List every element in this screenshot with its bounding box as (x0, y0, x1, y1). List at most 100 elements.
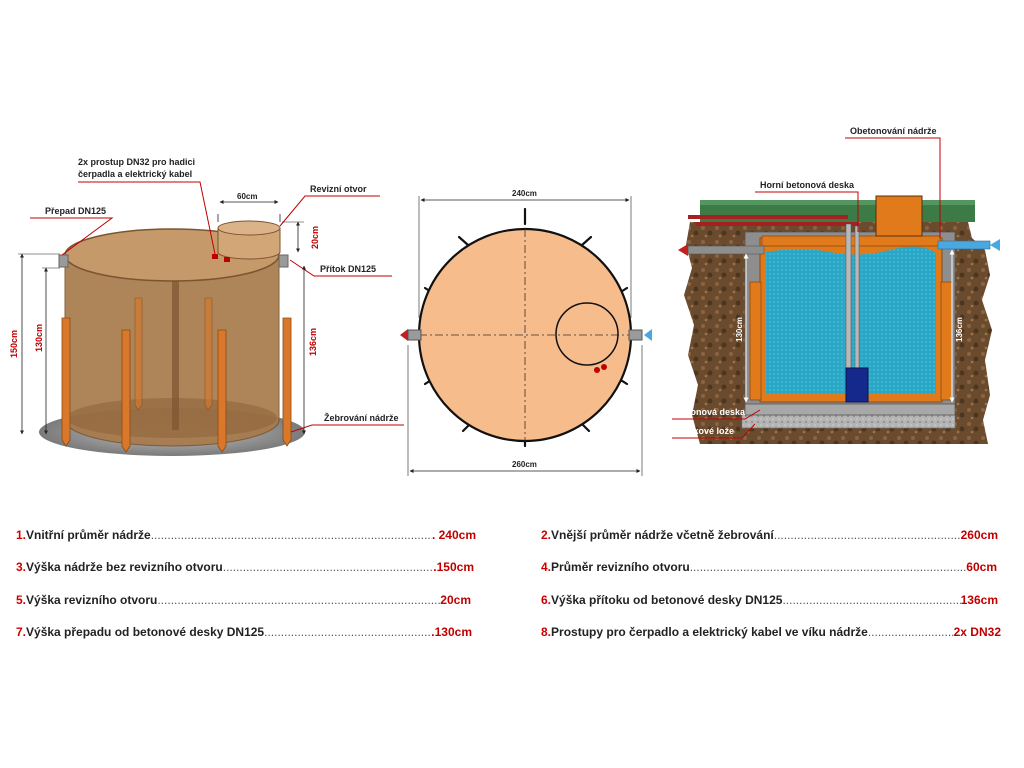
legend-item-2: 2. Vnější průměr nádrže včetně žebrování… (541, 527, 998, 543)
legend-value: 2x DN32 (953, 625, 1001, 639)
inspection-label: Revizní otvor (310, 184, 367, 194)
legend-text: Výška nádrže bez revizního otvoru (26, 560, 223, 574)
legend-value: . 240cm (431, 528, 476, 542)
top-note-line1: 2x prostup DN32 pro hadici (78, 157, 195, 167)
passthrough-dot-1 (594, 367, 600, 373)
base-concrete-slab (744, 403, 956, 416)
legend-text: Vnější průměr nádrže včetně žebrování (551, 528, 774, 542)
overflow-pipe (687, 245, 765, 255)
inflow-arrow-right (990, 239, 1000, 251)
legend-value: .130cm (431, 625, 472, 639)
dim-260-label: 260cm (512, 460, 537, 469)
top-view: 240cm 260cm (400, 189, 652, 476)
pump-passthrough-1 (212, 254, 218, 259)
dim-136-label: 136cm (308, 328, 318, 356)
base-slab-label: Betonová deska (676, 407, 746, 417)
legend-num: 7. (16, 625, 27, 639)
hose-pipe-2 (696, 222, 858, 226)
inflow-pipe (937, 240, 991, 250)
dim-150-label: 150cm (9, 330, 19, 358)
cable-vertical (854, 225, 860, 373)
dim-130-right-label: 130cm (735, 317, 744, 342)
gravel-leader (672, 423, 756, 439)
inspection-riser (875, 195, 923, 237)
inflow-pipe (628, 329, 643, 341)
legend-text: Průměr revizního otvoru (551, 560, 690, 574)
overflow-label: Přepad DN125 (45, 206, 106, 216)
overflow-arrow-right (678, 244, 688, 256)
dim-20-label: 20cm (310, 226, 320, 249)
legend-num: 1. (16, 528, 27, 542)
pump (845, 367, 869, 403)
legend-value: 260cm (960, 528, 998, 542)
rib-right (940, 281, 953, 401)
inflow-label: Přítok DN125 (320, 264, 376, 274)
rib (282, 317, 292, 447)
concreting-label: Obetonování nádrže (850, 126, 937, 136)
right-view-section: 130cm 136cm Obetonování nádrže Horní bet… (672, 126, 1000, 444)
legend-value: 60cm (966, 560, 997, 574)
overflow-leader (30, 217, 114, 256)
legend-num: 4. (541, 560, 552, 574)
ribbing-leader (290, 424, 404, 433)
legend-item-1: 1. Vnitřní průměr nádrže . 240cm (16, 527, 476, 543)
gravel-bed (741, 413, 956, 429)
legend-item-6: 6. Výška přítoku od betonové desky DN125… (541, 592, 998, 608)
rib (217, 329, 227, 453)
legend-num: 8. (541, 625, 552, 639)
pump-hose-vertical (845, 223, 852, 373)
legend-value: 20cm (440, 593, 471, 607)
ribbing-label: Žebrování nádrže (324, 412, 399, 423)
rib (204, 297, 213, 411)
base-slab-leader (672, 409, 761, 420)
legend-item-4: 4. Průměr revizního otvoru 60cm (541, 559, 997, 575)
dim-240-label: 240cm (512, 189, 537, 198)
outflow-pipe (407, 329, 422, 341)
legend-item-5: 5. Výška revizního otvoru 20cm (16, 592, 471, 608)
overflow-pipe-stub (58, 254, 69, 268)
rib-left (749, 281, 762, 401)
top-note-line2: čerpadla a elektrický kabel (78, 169, 192, 179)
top-note-leader (78, 181, 216, 255)
hose-pipe-1 (688, 215, 848, 219)
inflow-pipe-stub (278, 254, 289, 268)
tank-diagrams: 2x prostup DN32 pro hadici čerpadla a el… (9, 126, 1000, 476)
tank-ribs (61, 297, 292, 453)
rib (121, 329, 131, 453)
inspection-opening-top (217, 220, 281, 236)
inspection-opening-body (217, 227, 281, 260)
left-view-annotations: 2x prostup DN32 pro hadici čerpadla a el… (9, 157, 404, 435)
legend-num: 5. (16, 593, 27, 607)
rib (61, 317, 71, 447)
inspection-opening-top-view (555, 302, 619, 366)
legend-item-8: 8. Prostupy pro čerpadlo a elektrický ka… (541, 624, 1001, 640)
legend-text: Výška přepadu od betonové desky DN125 (26, 625, 265, 639)
legend-text: Prostupy pro čerpadlo a elektrický kabel… (551, 625, 868, 639)
central-pillar (172, 250, 179, 430)
legend-text: Vnitřní průměr nádrže (26, 528, 151, 542)
pump-passthrough-2 (224, 257, 230, 262)
legend-text: Výška revizního otvoru (26, 593, 158, 607)
dim-60-label: 60cm (237, 192, 257, 201)
passthrough-dot-2 (601, 364, 607, 370)
concreting-leader (845, 137, 941, 238)
outflow-arrow (400, 329, 408, 341)
dim-136-right-label: 136cm (955, 317, 964, 342)
legend-item-7: 7. Výška přepadu od betonové desky DN125… (16, 624, 472, 640)
inflow-arrow (644, 329, 652, 341)
inflow-leader (289, 259, 392, 277)
legend-item-3: 3. Výška nádrže bez revizního otvoru .15… (16, 559, 474, 575)
dim-130-label: 130cm (34, 324, 44, 352)
legend-num: 3. (16, 560, 27, 574)
rib (134, 297, 143, 411)
legend-num: 6. (541, 593, 552, 607)
inspection-leader (279, 195, 380, 227)
legend-value: 136cm (960, 593, 998, 607)
top-slab-leader (755, 191, 859, 232)
top-slab-label: Horní betonová deska (760, 180, 855, 190)
legend-num: 2. (541, 528, 552, 542)
legend-value: .150cm (433, 560, 474, 574)
legend-text: Výška přítoku od betonové desky DN125 (551, 593, 783, 607)
gravel-label: Štěrkové lože (676, 425, 734, 436)
left-view-tank (39, 220, 305, 456)
